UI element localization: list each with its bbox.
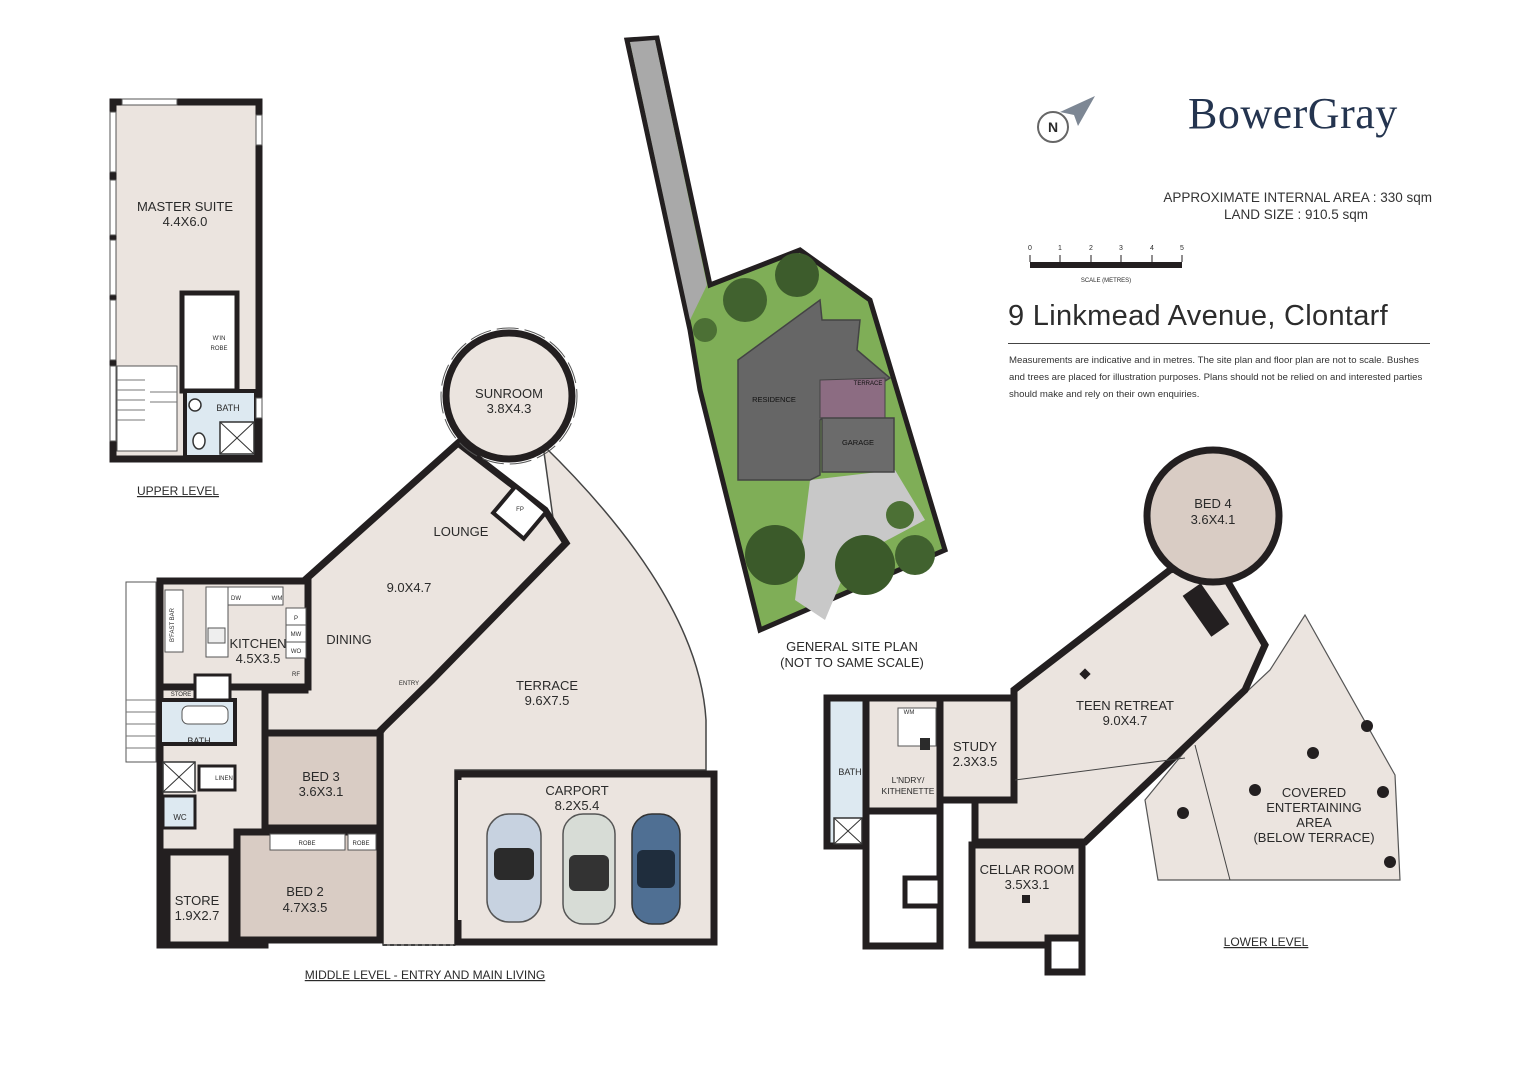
robe-label: ROBE [352,841,369,847]
microwave-label: MW [291,632,302,638]
upper-level-plan [109,98,263,463]
cellar-room-label: CELLAR ROOM [980,862,1075,877]
covered-area-label: COVERED [1282,785,1346,800]
site-residence-label: RESIDENCE [752,395,796,404]
walkin-robe-label: W'IN [213,336,226,342]
washing-machine-label: WM [272,596,283,602]
covered-area-label: AREA [1296,815,1332,830]
bed-2-size: 4.7X3.5 [283,900,328,915]
master-suite-size: 4.4X6.0 [163,214,208,229]
site-plan [623,35,949,634]
study-label: STUDY [953,739,997,754]
site-garage-label: GARAGE [842,438,874,447]
carport-label: CARPORT [545,783,608,798]
bed-4 [1143,446,1283,586]
site-residence [737,298,892,481]
breakfast-bar-label: B'FAST BAR [170,607,176,642]
middle-level-caption: MIDDLE LEVEL - ENTRY AND MAIN LIVING [305,968,546,982]
lounge-label: LOUNGE [434,524,489,539]
compass-icon: N [1037,96,1095,143]
entry-label: ENTRY [399,681,419,687]
scale-tick: 0 [1028,245,1032,252]
lower-wm-label: WM [904,710,915,716]
brand-logo: BowerGray [1188,89,1398,138]
bed-3 [261,729,384,832]
lower-bath-label: BATH [838,767,861,777]
linen-label: LINEN [215,776,233,782]
dining-label: DINING [326,632,372,647]
terrace-label: TERRACE [516,678,578,693]
divider [1008,343,1430,344]
compass-letter: N [1048,119,1058,135]
carport-size: 8.2X5.4 [555,798,600,813]
sunroom-label: SUNROOM [475,386,543,401]
robe-label: ROBE [298,841,315,847]
pantry-label: P [294,616,298,622]
disclaimer: Measurements are indicative and in metre… [1009,355,1423,400]
study-size: 2.3X3.5 [953,754,998,769]
upper-bath-label: BATH [216,403,239,413]
teen-retreat-size: 9.0X4.7 [1103,713,1148,728]
fridge-label: RF [292,672,300,678]
land-size: LAND SIZE : 910.5 sqm [1223,207,1368,222]
site-garage [821,417,895,473]
scale-tick: 3 [1119,245,1123,252]
bed-4-label: BED 4 [1194,496,1232,511]
wc-label: WC [173,813,187,822]
covered-area-note: (BELOW TERRACE) [1253,830,1374,845]
internal-area: APPROXIMATE INTERNAL AREA : 330 sqm [1163,190,1432,205]
car-icon [486,813,542,923]
store-label: STORE [175,893,220,908]
upper-walkin-robe [179,290,240,394]
upper-level-caption: UPPER LEVEL [137,484,219,498]
site-plan-note: (NOT TO SAME SCALE) [780,655,924,670]
laundry-label: L'NDRY/ [892,775,925,785]
study [936,694,1018,804]
middle-bath-label: BATH [187,736,210,746]
bed-4-size: 3.6X4.1 [1191,512,1236,527]
sunroom-size: 3.8X4.3 [487,401,532,416]
car-icon [631,813,681,925]
walkin-robe-label: ROBE [210,346,227,352]
cellar-room-size: 3.5X3.1 [1005,877,1050,892]
kitchenette-label: KITHENETTE [882,786,935,796]
cellar-room [968,841,1086,949]
terrace-size: 9.6X7.5 [525,693,570,708]
property-address: 9 Linkmead Avenue, Clontarf [1008,300,1388,332]
lounge-size: 9.0X4.7 [387,580,432,595]
store-room [163,848,236,949]
bed-2-label: BED 2 [286,884,324,899]
kitchen-size: 4.5X3.5 [236,651,281,666]
scale-tick: 1 [1058,245,1062,252]
wall-oven-label: WO [291,649,302,655]
scale-tick: 2 [1089,245,1093,252]
small-store-label: STORE [171,692,192,698]
lower-level-plan [823,446,1401,976]
sunroom [442,329,576,463]
covered-area-label: ENTERTAINING [1266,800,1362,815]
fireplace-label: FP [516,507,524,513]
scale-tick: 5 [1180,245,1184,252]
site-terrace-label: TERRACE [854,381,883,387]
wc [161,794,197,830]
kitchen-label: KITCHEN [229,636,286,651]
car-icon [562,813,616,925]
dishwasher-label: DW [231,596,241,602]
bed-3-label: BED 3 [302,769,340,784]
scale-bar: 0 1 2 3 4 5 SCALE (METRES) [1028,245,1184,284]
teen-retreat-label: TEEN RETREAT [1076,698,1174,713]
middle-level-plan [125,327,718,949]
bed-3-size: 3.6X3.1 [299,784,344,799]
master-suite-label: MASTER SUITE [137,199,233,214]
lower-level-caption: LOWER LEVEL [1224,935,1309,949]
scale-tick: 4 [1150,245,1154,252]
site-plan-caption: GENERAL SITE PLAN [786,639,918,654]
scale-caption: SCALE (METRES) [1081,278,1131,284]
store-size: 1.9X2.7 [175,908,220,923]
